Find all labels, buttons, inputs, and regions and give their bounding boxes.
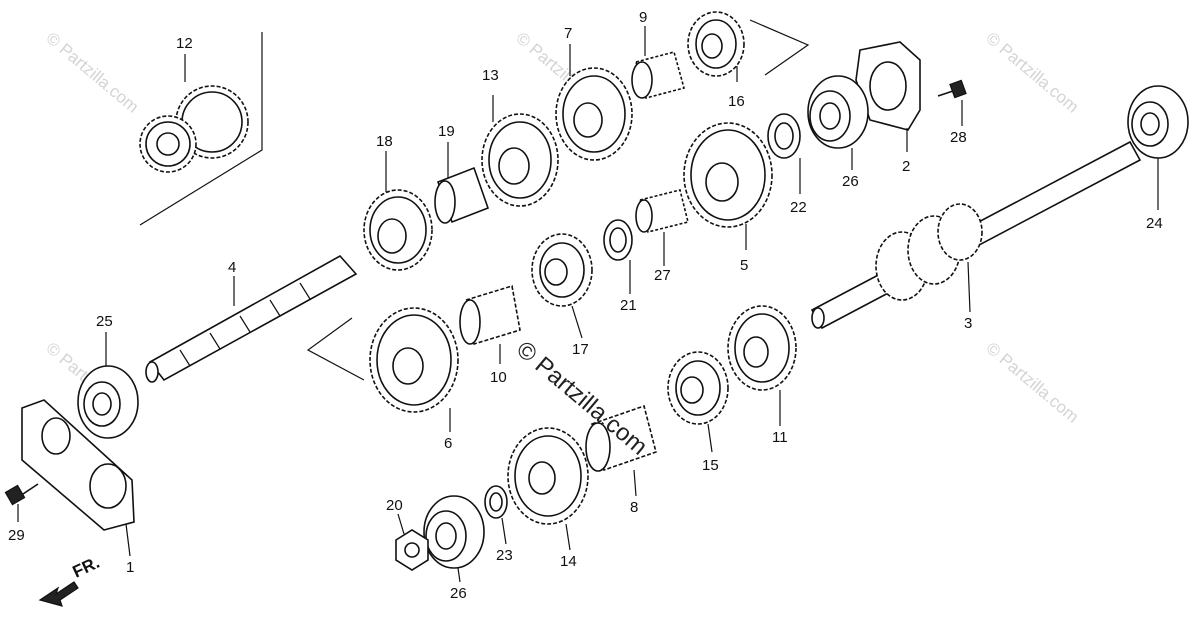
bolt-29[interactable]: [4, 483, 39, 506]
gasket-2[interactable]: [855, 41, 921, 131]
callout-11: 11: [772, 429, 788, 446]
watermark: © Partzilla.com: [982, 29, 1082, 117]
gear-7[interactable]: [555, 67, 633, 161]
callout-29: 29: [8, 527, 25, 544]
gear-15[interactable]: [667, 351, 729, 425]
callout-13: 13: [482, 67, 499, 84]
callout-22: 22: [790, 199, 807, 216]
washer-22[interactable]: [767, 113, 801, 159]
callout-7: 7: [564, 25, 572, 42]
leader-lines: [17, 26, 1159, 583]
gear-16[interactable]: [687, 11, 745, 77]
watermark: © Partzilla.com: [42, 29, 142, 117]
gear-17[interactable]: [531, 233, 593, 307]
bearing-24[interactable]: [1127, 85, 1189, 159]
callout-4: 4: [228, 259, 236, 276]
watermark: © Partzilla.com: [982, 339, 1082, 427]
callout-28: 28: [950, 129, 967, 146]
gear-11[interactable]: [727, 305, 797, 391]
callout-9: 9: [639, 9, 647, 26]
callout-6: 6: [444, 435, 452, 452]
callout-18: 18: [376, 133, 393, 150]
bearing-26-lower[interactable]: [423, 495, 485, 569]
callout-1: 1: [126, 559, 134, 576]
bearing-27[interactable]: [635, 189, 689, 233]
gear-5[interactable]: [683, 122, 773, 228]
nut-20[interactable]: [395, 529, 429, 571]
callout-labels: 12 18 19 13 7 9 16 2 26 22 28 24 5 27 21…: [8, 9, 1163, 602]
gear-6[interactable]: [369, 307, 459, 413]
gear-12[interactable]: [139, 85, 249, 173]
bearing-26-upper[interactable]: [807, 75, 869, 149]
callout-23: 23: [496, 547, 513, 564]
callout-5: 5: [740, 257, 748, 274]
callout-10: 10: [490, 369, 507, 386]
callout-27: 27: [654, 267, 671, 284]
bearing-25[interactable]: [77, 365, 139, 439]
callout-14: 14: [560, 553, 577, 570]
washer-21[interactable]: [603, 219, 633, 261]
gear-10[interactable]: [459, 284, 521, 346]
callout-12: 12: [176, 35, 193, 52]
bracket-lines: [306, 19, 810, 381]
gear-14[interactable]: [507, 427, 589, 525]
countershaft-3[interactable]: [810, 140, 1142, 330]
bearing-holder-1[interactable]: [21, 399, 135, 531]
callout-25: 25: [96, 313, 113, 330]
callout-17: 17: [572, 341, 589, 358]
mainshaft-4[interactable]: [145, 254, 358, 383]
callout-3: 3: [964, 315, 972, 332]
callout-2: 2: [902, 158, 910, 175]
callout-16: 16: [728, 93, 745, 110]
inset-box-12: [139, 32, 263, 226]
callout-15: 15: [702, 457, 719, 474]
callout-26: 26: [450, 585, 467, 602]
bolt-28[interactable]: [937, 79, 967, 99]
bearing-9[interactable]: [631, 51, 685, 99]
gear-8[interactable]: [585, 404, 657, 472]
callout-24: 24: [1146, 215, 1163, 232]
callout-19: 19: [438, 123, 455, 140]
callout-20: 20: [386, 497, 403, 514]
callout-21: 21: [620, 297, 637, 314]
front-label: FR.: [70, 553, 103, 582]
callout-26: 26: [842, 173, 859, 190]
gear-13[interactable]: [481, 113, 559, 207]
callout-8: 8: [630, 499, 638, 516]
bushing-19[interactable]: [434, 166, 490, 224]
front-direction-arrow: FR.: [38, 553, 103, 607]
gear-18[interactable]: [363, 189, 433, 271]
washer-23[interactable]: [484, 485, 508, 519]
